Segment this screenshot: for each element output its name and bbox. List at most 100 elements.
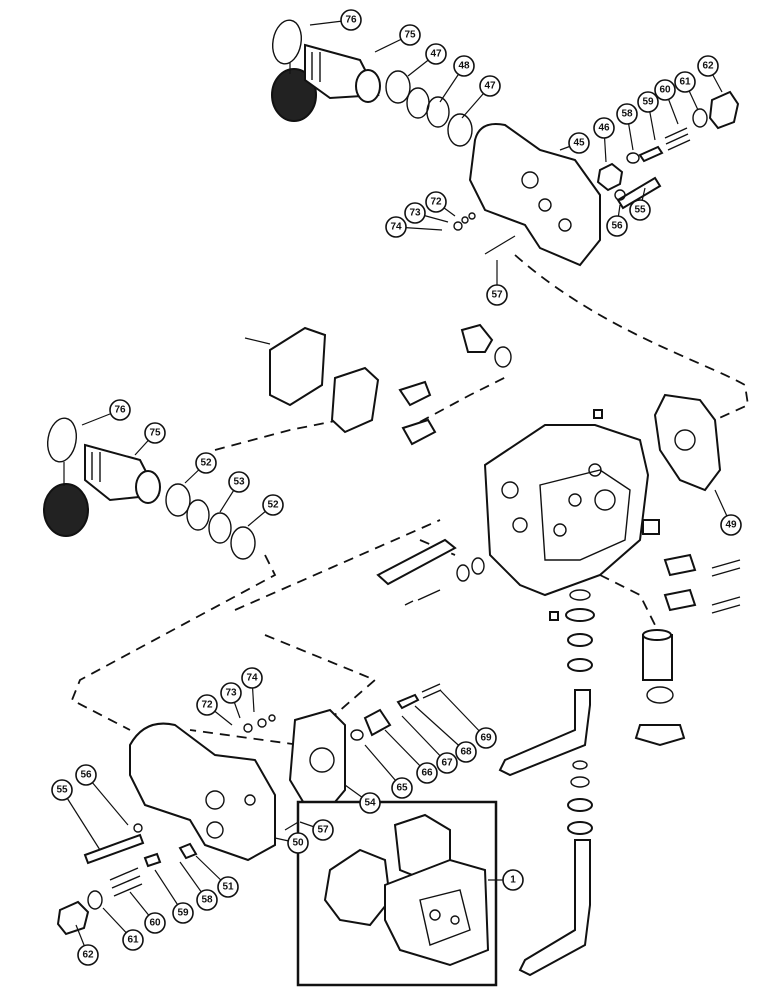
callout-56: 56 bbox=[606, 204, 628, 237]
lever-lower bbox=[518, 839, 591, 977]
callout-number: 45 bbox=[573, 138, 585, 149]
callout-61: 61 bbox=[674, 71, 699, 111]
callout-number: 1 bbox=[510, 875, 516, 886]
callout-59: 59 bbox=[154, 869, 194, 924]
callout-58: 58 bbox=[179, 861, 218, 911]
cover-plate bbox=[269, 326, 327, 407]
callout-62: 62 bbox=[697, 55, 723, 93]
callout-69: 69 bbox=[439, 689, 497, 749]
callout-number: 66 bbox=[421, 768, 433, 779]
callout-number: 59 bbox=[177, 908, 189, 919]
gasket-49 bbox=[653, 393, 722, 492]
callout-number: 62 bbox=[82, 950, 94, 961]
callout-number: 47 bbox=[430, 49, 442, 60]
callout-76: 76 bbox=[309, 9, 362, 31]
o-ring-76-upper bbox=[271, 19, 303, 65]
callout-number: 51 bbox=[222, 882, 234, 893]
callout-56: 56 bbox=[75, 764, 129, 826]
valve-handle-upper bbox=[270, 68, 318, 122]
callout-number: 61 bbox=[127, 935, 139, 946]
callout-60: 60 bbox=[129, 891, 166, 934]
callout-number: 46 bbox=[598, 123, 610, 134]
inset-assembled-view bbox=[296, 800, 498, 987]
callout-labels: 76 75 47 48 47 62 61 60 59 58 46 45 72 73 74 56 55 57 76 75… bbox=[51, 9, 742, 966]
callout-52: 52 bbox=[247, 494, 284, 527]
callout-number: 52 bbox=[267, 500, 279, 511]
callout-number: 60 bbox=[659, 85, 671, 96]
cap-62-upper bbox=[708, 90, 740, 130]
callout-number: 75 bbox=[404, 30, 416, 41]
plug-46-upper bbox=[596, 162, 624, 192]
callout-number: 48 bbox=[458, 61, 470, 72]
callout-number: 52 bbox=[200, 458, 212, 469]
callout-number: 56 bbox=[80, 770, 92, 781]
callout-number: 74 bbox=[246, 673, 258, 684]
callout-number: 47 bbox=[484, 81, 496, 92]
callout-number: 56 bbox=[611, 221, 623, 232]
callout-number: 57 bbox=[491, 290, 503, 301]
callout-57: 57 bbox=[486, 260, 508, 306]
callout-number: 58 bbox=[201, 895, 213, 906]
callout-66: 66 bbox=[384, 729, 438, 784]
assembly-dashed-lines bbox=[70, 254, 749, 746]
callout-59: 59 bbox=[637, 91, 659, 141]
spool-center bbox=[376, 538, 457, 586]
callout-number: 59 bbox=[642, 97, 654, 108]
callout-54: 54 bbox=[344, 784, 381, 814]
callout-number: 58 bbox=[621, 109, 633, 120]
callout-number: 76 bbox=[114, 405, 126, 416]
left-valve-assembly bbox=[42, 417, 256, 560]
callout-number: 67 bbox=[441, 758, 453, 769]
gasket-plate bbox=[330, 366, 380, 434]
callout-45: 45 bbox=[559, 132, 590, 154]
callout-number: 69 bbox=[480, 733, 492, 744]
callout-49: 49 bbox=[714, 489, 742, 536]
callout-57: 57 bbox=[299, 819, 334, 841]
callout-number: 60 bbox=[149, 918, 161, 929]
callout-number: 54 bbox=[364, 798, 376, 809]
main-valve-body bbox=[244, 323, 741, 977]
callout-73: 73 bbox=[220, 682, 242, 719]
callout-55: 55 bbox=[51, 779, 101, 851]
callout-number: 72 bbox=[430, 197, 442, 208]
callout-46: 46 bbox=[593, 117, 615, 163]
callout-72: 72 bbox=[425, 191, 456, 217]
callout-62: 62 bbox=[75, 924, 99, 966]
callout-48: 48 bbox=[439, 55, 475, 103]
callout-65: 65 bbox=[364, 744, 413, 799]
callout-47: 47 bbox=[461, 75, 501, 119]
upper-valve-assembly bbox=[270, 19, 740, 267]
callout-number: 53 bbox=[233, 477, 245, 488]
callout-number: 73 bbox=[225, 688, 237, 699]
callout-53: 53 bbox=[219, 471, 250, 513]
callout-58: 58 bbox=[616, 103, 638, 151]
callout-number: 75 bbox=[149, 428, 161, 439]
callout-50: 50 bbox=[274, 832, 309, 854]
callout-number: 68 bbox=[460, 747, 472, 758]
callout-number: 55 bbox=[634, 205, 646, 216]
gasket-54 bbox=[288, 708, 346, 810]
callout-61: 61 bbox=[102, 907, 144, 951]
callout-76: 76 bbox=[81, 399, 131, 426]
callout-number: 76 bbox=[345, 15, 357, 26]
callout-number: 57 bbox=[317, 825, 329, 836]
callout-72: 72 bbox=[196, 694, 233, 726]
callout-number: 73 bbox=[409, 208, 421, 219]
callout-number: 74 bbox=[390, 222, 402, 233]
callout-number: 50 bbox=[292, 838, 304, 849]
callout-68: 68 bbox=[414, 705, 477, 763]
callout-47: 47 bbox=[407, 43, 447, 77]
callout-74: 74 bbox=[385, 216, 443, 238]
callout-51: 51 bbox=[195, 855, 239, 898]
callout-number: 55 bbox=[56, 785, 68, 796]
callout-number: 61 bbox=[679, 77, 691, 88]
callout-75: 75 bbox=[374, 24, 421, 53]
callout-number: 62 bbox=[702, 61, 714, 72]
callout-74: 74 bbox=[241, 667, 263, 713]
lever-upper bbox=[498, 689, 591, 777]
callout-73: 73 bbox=[404, 202, 449, 224]
callout-number: 72 bbox=[201, 700, 213, 711]
callout-number: 65 bbox=[396, 783, 408, 794]
callout-1: 1 bbox=[488, 869, 524, 891]
lower-valve-assembly bbox=[56, 683, 442, 936]
